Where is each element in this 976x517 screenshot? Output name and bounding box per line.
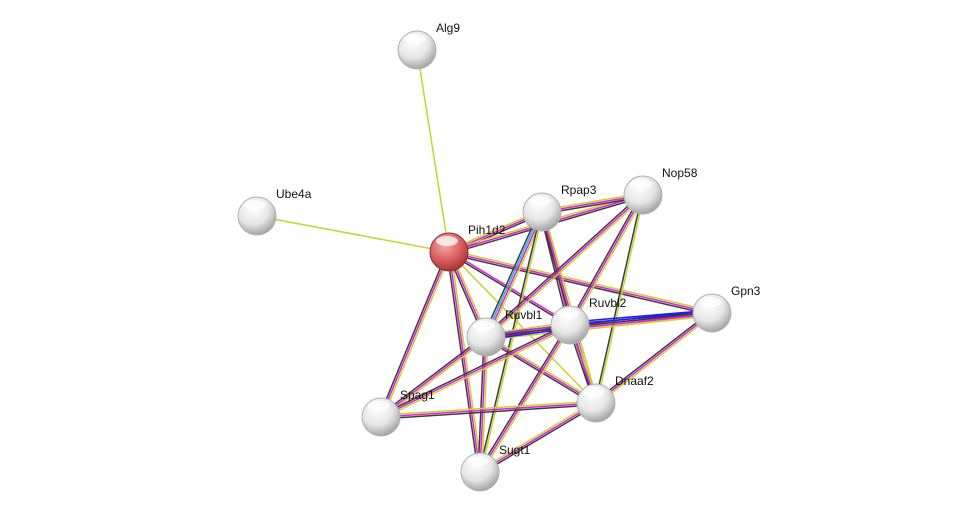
edge-channel-textmining <box>449 249 713 312</box>
edge-channel-textmining <box>448 251 597 404</box>
node-label: Spag1 <box>400 388 435 402</box>
edge-channel-experiments <box>448 251 481 473</box>
node-nop58[interactable]: Nop58 <box>623 166 698 215</box>
edge-pih1d2-spag1[interactable] <box>378 250 452 419</box>
node-highlight <box>583 387 605 397</box>
edge-channel-experiments <box>380 336 487 418</box>
edge-channel-experiments <box>380 402 597 418</box>
node-pih1d2[interactable]: Pih1d2 <box>429 223 506 272</box>
edge-channel-textmining <box>596 313 714 406</box>
edge-channel-textmining <box>480 325 573 474</box>
edge-channel-coexpression <box>478 211 542 472</box>
node-highlight <box>630 179 652 189</box>
node-highlight <box>529 196 551 206</box>
edge-pih1d2-sugt1[interactable] <box>446 251 483 473</box>
node-label: Nop58 <box>662 166 698 180</box>
edge-channel-experiments <box>449 250 571 325</box>
node-highlight <box>244 200 266 210</box>
edge-sugt1-dnaaf2[interactable] <box>478 400 598 475</box>
edge-channel-textmining <box>480 212 544 473</box>
edge-channel-databases <box>484 211 542 337</box>
node-highlight <box>404 34 426 44</box>
node-ruvbl1[interactable]: Ruvbl1 <box>466 308 543 357</box>
node-label: Gpn3 <box>731 284 761 298</box>
node-label: Ube4a <box>276 187 312 201</box>
edge-channel-textmining <box>382 252 452 419</box>
edge-pih1d2-gpn3[interactable] <box>448 249 713 316</box>
edge-ruvbl2-sugt1[interactable] <box>477 323 573 474</box>
node-dnaaf2[interactable]: Dnaaf2 <box>576 374 654 423</box>
edge-channel-textmining <box>256 215 450 253</box>
edge-channel-experiments <box>479 402 597 473</box>
edge-channel-coexpression <box>484 193 643 337</box>
edge-nop58-ruvbl1[interactable] <box>484 193 645 339</box>
edges-layer <box>256 49 714 475</box>
edge-channel-experiments <box>486 212 544 338</box>
edge-channel-textmining <box>381 326 572 420</box>
node-label: Sugt1 <box>499 443 531 457</box>
edge-channel-coexpression <box>477 336 485 472</box>
node-highlight <box>436 236 458 246</box>
edge-channel-coexpression <box>379 322 570 416</box>
edge-channel-textmining <box>486 315 713 341</box>
edge-channel-textmining <box>481 337 489 473</box>
edge-channel-experiments <box>569 194 644 326</box>
edge-channel-experiments <box>485 194 644 338</box>
node-highlight <box>368 401 390 411</box>
edge-channel-coexpression <box>381 404 597 420</box>
node-sugt1[interactable]: Sugt1 <box>460 443 531 492</box>
edge-channel-textmining <box>478 400 596 472</box>
edge-channel-coexpression <box>378 250 448 417</box>
node-label: Dnaaf2 <box>615 374 654 388</box>
edge-channel-textmining <box>380 400 596 416</box>
edge-channel-coexpression <box>448 253 712 316</box>
edge-ruvbl2-spag1[interactable] <box>379 322 572 420</box>
node-highlight <box>557 309 579 319</box>
edge-channel-experiments <box>479 324 571 473</box>
edge-pih1d2-dnaaf2[interactable] <box>448 251 597 404</box>
edge-nop58-dnaaf2[interactable] <box>594 194 645 404</box>
edge-channel-coexpression <box>567 193 642 325</box>
node-highlight <box>473 321 495 331</box>
edge-channel-experiments <box>380 251 450 418</box>
edge-alg9-pih1d2[interactable] <box>416 49 450 253</box>
edge-channel-coexpression <box>594 194 643 403</box>
edge-channel-coexpression <box>482 210 541 337</box>
edge-channel-experiments <box>595 312 713 404</box>
node-gpn3[interactable]: Gpn3 <box>692 284 761 333</box>
edge-nop58-ruvbl2[interactable] <box>567 193 646 327</box>
edge-channel-textmining <box>486 195 645 339</box>
edge-channel-textmining <box>416 49 450 253</box>
edge-spag1-dnaaf2[interactable] <box>380 400 597 420</box>
node-alg9[interactable]: Alg9 <box>397 21 460 70</box>
node-label: Ruvbl1 <box>505 308 543 322</box>
node-ruvbl2[interactable]: Ruvbl2 <box>550 296 627 345</box>
edge-channel-coexpression <box>379 334 486 417</box>
edge-ube4a-pih1d2[interactable] <box>256 215 450 253</box>
node-label: Ruvbl2 <box>589 296 627 310</box>
node-label: Rpap3 <box>561 183 597 197</box>
edge-rpap3-sugt1[interactable] <box>478 211 544 473</box>
edge-channel-experiments <box>448 251 713 314</box>
node-label: Pih1d2 <box>468 223 506 237</box>
edge-ruvbl1-sugt1[interactable] <box>477 336 489 473</box>
node-label: Alg9 <box>436 21 460 35</box>
edge-channel-coexpression <box>446 252 479 473</box>
edge-channel-textmining <box>450 251 483 472</box>
node-ube4a[interactable]: Ube4a <box>237 187 312 236</box>
edge-channel-coexpression <box>477 323 570 472</box>
node-highlight <box>699 297 721 307</box>
edge-channel-coexpression <box>594 310 712 403</box>
edge-channel-experiments <box>479 336 487 473</box>
node-highlight <box>467 456 489 466</box>
edge-channel-textmining <box>596 195 645 404</box>
node-spag1[interactable]: Spag1 <box>361 388 435 437</box>
edge-channel-coexpression <box>480 403 598 475</box>
edge-channel-textmining <box>571 195 646 327</box>
node-rpap3[interactable]: Rpap3 <box>522 183 597 232</box>
edge-gpn3-dnaaf2[interactable] <box>594 310 714 406</box>
edge-channel-experiments <box>380 324 571 418</box>
